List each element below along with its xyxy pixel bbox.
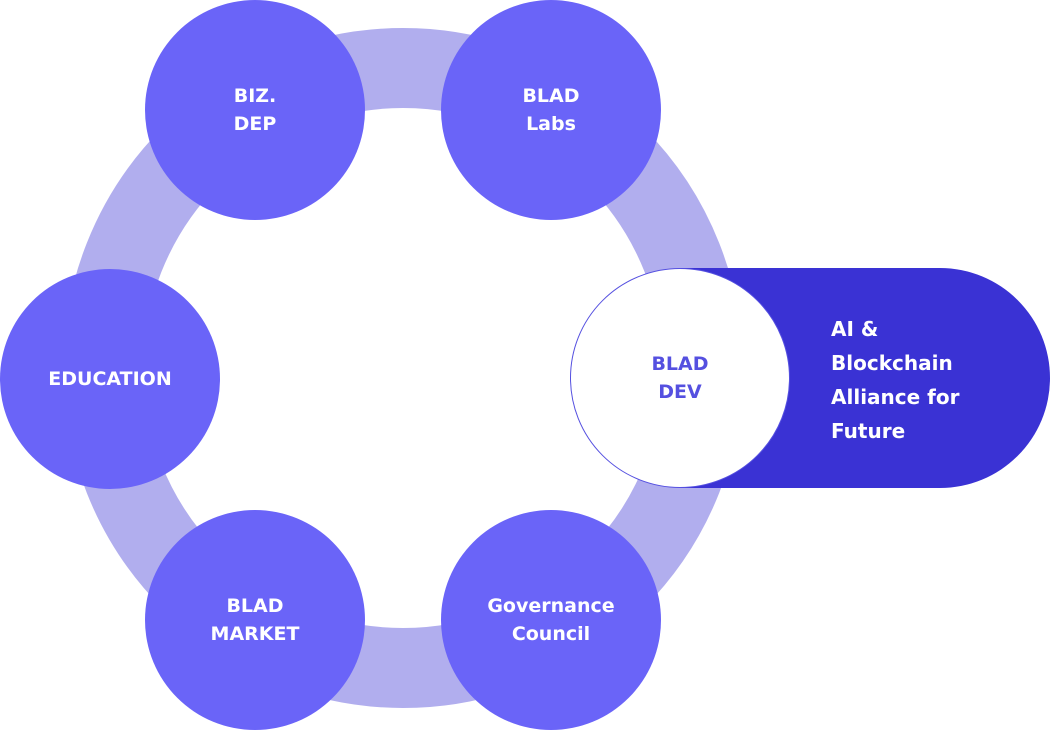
highlight-description: AI & Blockchain Alliance for Future [831, 312, 1021, 448]
node-label: Labs [526, 113, 576, 135]
node-label: EDUCATION [48, 368, 172, 390]
highlight-line: Future [831, 419, 906, 443]
node-label: Council [511, 623, 591, 645]
node-blad-dev[interactable]: BLAD DEV [570, 268, 790, 488]
node-education[interactable]: EDUCATION [0, 269, 220, 489]
node-label: BIZ. [233, 85, 277, 107]
node-label: MARKET [210, 623, 300, 645]
highlight-line: Blockchain [831, 351, 953, 375]
node-governance-council[interactable]: Governance Council [441, 510, 661, 730]
node-label: DEP [233, 113, 277, 135]
node-label: DEV [658, 381, 702, 403]
node-biz-dep[interactable]: BIZ. DEP [145, 0, 365, 220]
highlight-line: AI & [831, 317, 879, 341]
node-blad-market[interactable]: BLAD MARKET [145, 510, 365, 730]
node-label: BLAD [226, 595, 284, 617]
highlight-line: Alliance for [831, 385, 960, 409]
node-label: BLAD [522, 85, 580, 107]
node-label: Governance [487, 595, 615, 617]
node-blad-labs[interactable]: BLAD Labs [441, 0, 661, 220]
node-label: BLAD [651, 353, 709, 375]
